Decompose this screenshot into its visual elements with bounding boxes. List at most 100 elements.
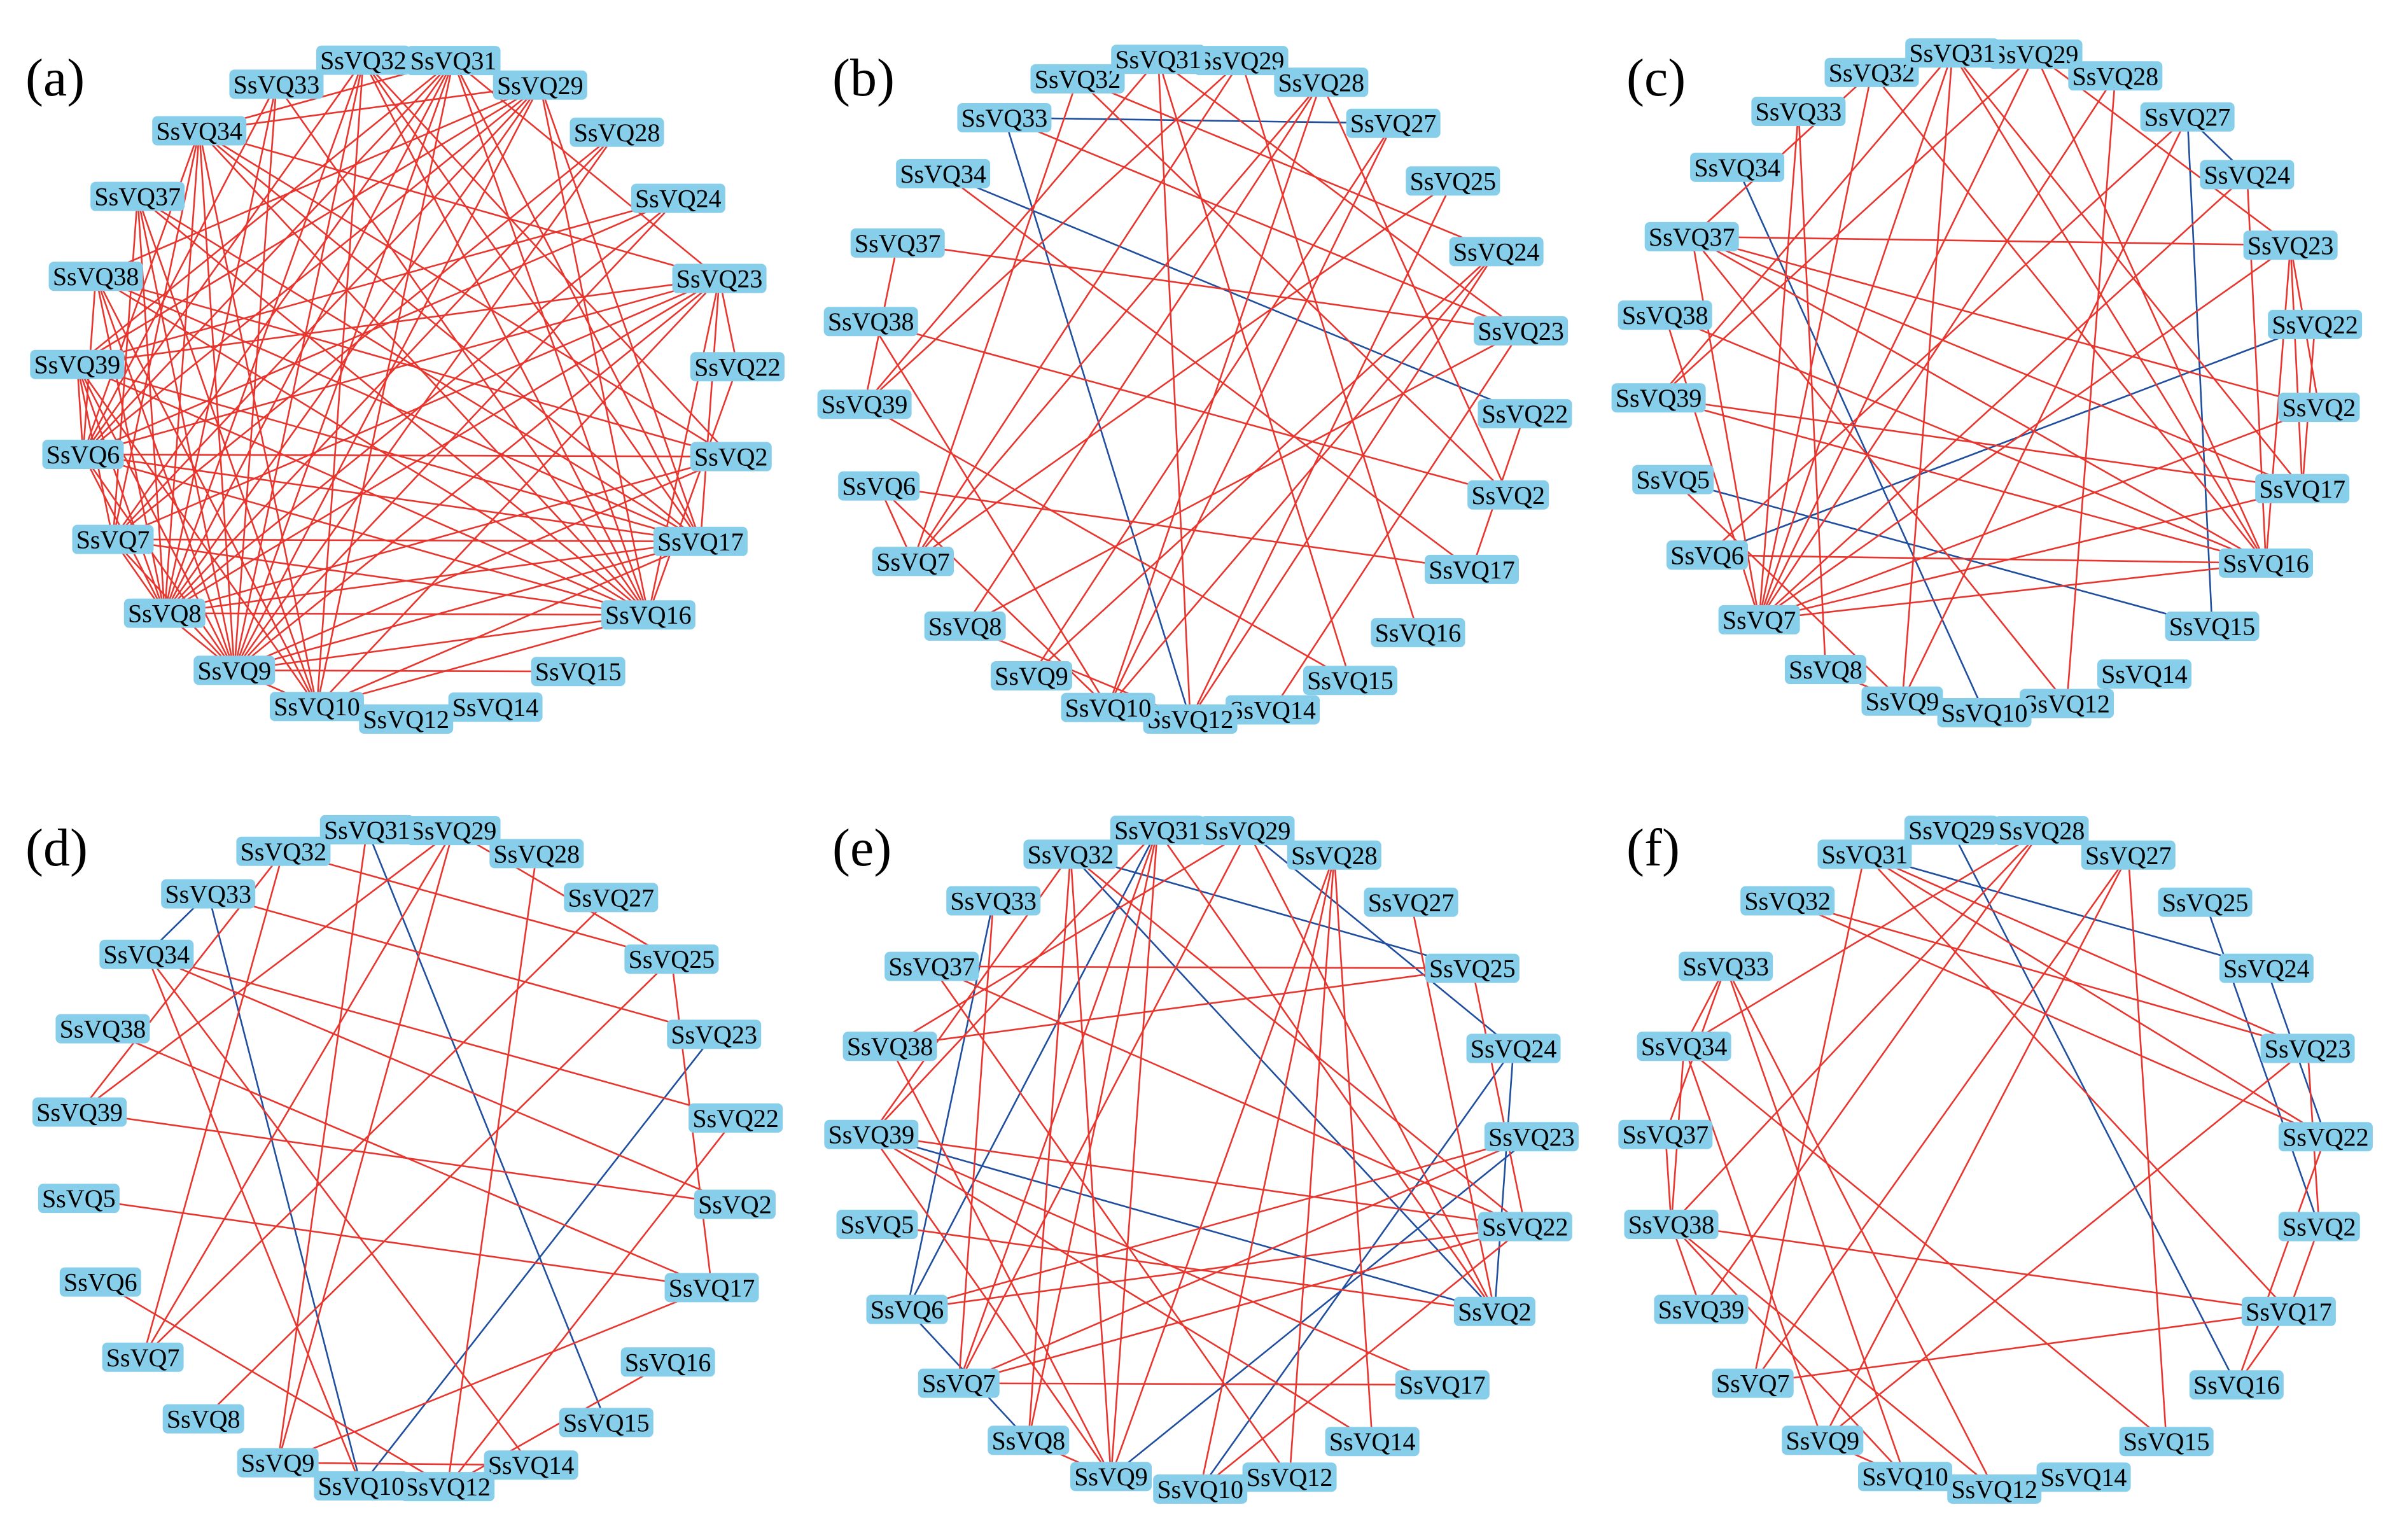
- gene-node[interactable]: SsVQ29: [1904, 815, 1999, 845]
- gene-node[interactable]: SsVQ39: [817, 389, 912, 419]
- gene-node[interactable]: SsVQ31: [1905, 38, 2000, 67]
- gene-node[interactable]: SsVQ31: [1110, 815, 1205, 845]
- gene-node[interactable]: SsVQ27: [564, 883, 659, 913]
- gene-node[interactable]: SsVQ28: [2068, 61, 2163, 91]
- gene-node[interactable]: SsVQ33: [957, 102, 1052, 132]
- gene-node[interactable]: SsVQ14: [1226, 695, 1320, 725]
- gene-node[interactable]: SsVQ29: [1194, 46, 1289, 76]
- gene-node[interactable]: SsVQ8: [1784, 655, 1866, 685]
- gene-node[interactable]: SsVQ37: [90, 181, 185, 211]
- gene-node[interactable]: SsVQ31: [406, 46, 501, 76]
- gene-node[interactable]: SsVQ37: [1618, 1119, 1713, 1149]
- gene-node[interactable]: SsVQ39: [32, 1097, 127, 1127]
- gene-node[interactable]: SsVQ14: [2036, 1462, 2131, 1492]
- gene-node[interactable]: SsVQ23: [1484, 1122, 1579, 1152]
- gene-node[interactable]: SsVQ28: [570, 117, 664, 147]
- gene-node[interactable]: SsVQ27: [2081, 840, 2176, 870]
- gene-node[interactable]: SsVQ10: [1937, 697, 2032, 727]
- gene-node[interactable]: SsVQ28: [1274, 67, 1369, 97]
- gene-node[interactable]: SsVQ2: [690, 442, 772, 472]
- gene-node[interactable]: SsVQ2: [1453, 1296, 1535, 1326]
- gene-node[interactable]: SsVQ17: [1425, 554, 1520, 584]
- gene-node[interactable]: SsVQ9: [990, 661, 1072, 691]
- gene-node[interactable]: SsVQ7: [872, 547, 954, 577]
- gene-node[interactable]: SsVQ15: [531, 657, 625, 687]
- gene-node[interactable]: SsVQ27: [1364, 887, 1458, 917]
- gene-node[interactable]: SsVQ34: [152, 116, 247, 146]
- gene-node[interactable]: SsVQ31: [1817, 839, 1912, 869]
- gene-node[interactable]: SsVQ27: [1346, 108, 1441, 138]
- gene-node[interactable]: SsVQ37: [1644, 221, 1739, 251]
- gene-node[interactable]: SsVQ32: [316, 45, 410, 75]
- gene-node[interactable]: SsVQ10: [1061, 692, 1156, 722]
- gene-node[interactable]: SsVQ25: [2158, 887, 2253, 917]
- gene-node[interactable]: SsVQ27: [2140, 102, 2235, 132]
- gene-node[interactable]: SsVQ9: [1070, 1462, 1152, 1492]
- gene-node[interactable]: SsVQ31: [1111, 45, 1206, 74]
- gene-node[interactable]: SsVQ29: [1200, 816, 1295, 846]
- gene-node[interactable]: SsVQ24: [1466, 1033, 1561, 1063]
- gene-node[interactable]: SsVQ25: [624, 944, 719, 974]
- gene-node[interactable]: SsVQ8: [924, 611, 1006, 641]
- gene-node[interactable]: SsVQ7: [1718, 605, 1800, 634]
- gene-node[interactable]: SsVQ7: [1712, 1368, 1794, 1398]
- gene-node[interactable]: SsVQ28: [1287, 840, 1381, 870]
- gene-node[interactable]: SsVQ22: [1478, 399, 1572, 429]
- gene-node[interactable]: SsVQ8: [988, 1425, 1070, 1455]
- gene-node[interactable]: SsVQ33: [946, 886, 1041, 916]
- gene-node[interactable]: SsVQ39: [30, 349, 125, 379]
- gene-node[interactable]: SsVQ32: [1023, 839, 1118, 869]
- gene-node[interactable]: SsVQ38: [823, 307, 918, 337]
- gene-node[interactable]: SsVQ9: [1782, 1425, 1864, 1455]
- gene-node[interactable]: SsVQ23: [2260, 1033, 2355, 1063]
- gene-node[interactable]: SsVQ37: [884, 951, 979, 981]
- gene-node[interactable]: SsVQ29: [406, 816, 501, 846]
- gene-node[interactable]: SsVQ34: [1637, 1032, 1731, 1061]
- gene-node[interactable]: SsVQ7: [102, 1342, 184, 1372]
- gene-node[interactable]: SsVQ14: [484, 1450, 578, 1480]
- gene-node[interactable]: SsVQ12: [1143, 704, 1238, 734]
- gene-node[interactable]: SsVQ5: [836, 1210, 918, 1240]
- gene-node[interactable]: SsVQ14: [2097, 659, 2191, 689]
- gene-node[interactable]: SsVQ37: [850, 228, 945, 258]
- gene-node[interactable]: SsVQ23: [672, 263, 767, 293]
- gene-node[interactable]: SsVQ39: [824, 1119, 919, 1149]
- gene-node[interactable]: SsVQ2: [2278, 1212, 2360, 1242]
- gene-node[interactable]: SsVQ34: [99, 939, 194, 969]
- gene-node[interactable]: SsVQ17: [653, 526, 748, 556]
- gene-node[interactable]: SsVQ12: [1242, 1462, 1337, 1492]
- gene-node[interactable]: SsVQ33: [161, 879, 256, 909]
- gene-node[interactable]: SsVQ24: [2219, 953, 2314, 983]
- gene-node[interactable]: SsVQ6: [866, 1294, 948, 1324]
- gene-node[interactable]: SsVQ5: [38, 1184, 120, 1214]
- gene-node[interactable]: SsVQ5: [1632, 465, 1714, 494]
- gene-node[interactable]: SsVQ17: [664, 1273, 759, 1303]
- gene-node[interactable]: SsVQ2: [2278, 393, 2360, 423]
- gene-node[interactable]: SsVQ33: [229, 69, 324, 99]
- gene-node[interactable]: SsVQ16: [1371, 618, 1465, 648]
- gene-node[interactable]: SsVQ9: [193, 655, 276, 685]
- gene-node[interactable]: SsVQ8: [123, 598, 206, 628]
- gene-node[interactable]: SsVQ15: [1303, 666, 1397, 696]
- gene-node[interactable]: SsVQ33: [1679, 951, 1773, 981]
- gene-node[interactable]: SsVQ22: [1478, 1212, 1572, 1242]
- gene-node[interactable]: SsVQ32: [1740, 886, 1835, 916]
- gene-node[interactable]: SsVQ38: [55, 1014, 150, 1044]
- gene-node[interactable]: SsVQ9: [237, 1448, 319, 1478]
- gene-node[interactable]: SsVQ38: [1618, 300, 1712, 330]
- gene-node[interactable]: SsVQ24: [2200, 160, 2295, 190]
- gene-node[interactable]: SsVQ22: [2268, 309, 2363, 339]
- gene-node[interactable]: SsVQ39: [1654, 1294, 1749, 1324]
- gene-node[interactable]: SsVQ7: [918, 1368, 1000, 1398]
- gene-node[interactable]: SsVQ15: [2119, 1427, 2214, 1457]
- gene-node[interactable]: SsVQ15: [2165, 612, 2260, 641]
- gene-node[interactable]: SsVQ12: [1947, 1474, 2042, 1504]
- gene-node[interactable]: SsVQ2: [1467, 480, 1549, 510]
- gene-node[interactable]: SsVQ39: [1611, 383, 1706, 413]
- gene-node[interactable]: SsVQ6: [42, 440, 124, 470]
- gene-node[interactable]: SsVQ34: [1690, 152, 1785, 182]
- gene-node[interactable]: SsVQ23: [667, 1019, 762, 1049]
- gene-node[interactable]: SsVQ12: [400, 1472, 495, 1502]
- gene-node[interactable]: SsVQ16: [601, 600, 695, 630]
- gene-node[interactable]: SsVQ10: [314, 1471, 409, 1501]
